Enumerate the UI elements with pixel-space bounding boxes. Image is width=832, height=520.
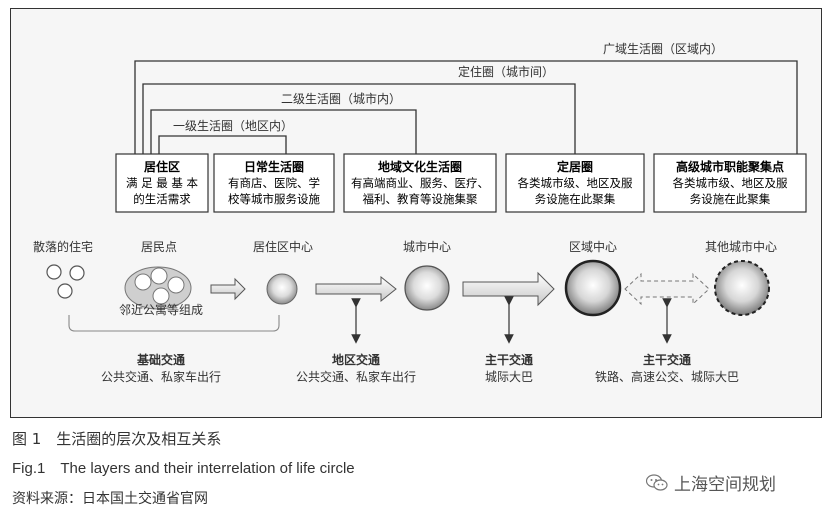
- box-advanced-urban: 高级城市职能聚集点 各类城市级、地区及服 务设施在此聚集: [653, 153, 807, 213]
- watermark: 上海空间规划: [646, 470, 776, 495]
- svg-text:务设施在此聚集: 务设施在此聚集: [535, 192, 616, 206]
- svg-text:满 足 最 基 本: 满 足 最 基 本: [126, 176, 199, 190]
- arrow-3: [462, 271, 555, 307]
- svg-text:各类城市级、地区及服: 各类城市级、地区及服: [673, 176, 788, 190]
- svg-text:有商店、医院、学: 有商店、医院、学: [228, 176, 320, 190]
- circle-label-first: 一级生活圈（地区内）: [173, 119, 293, 133]
- life-circle-diagram: 广域生活圈（区域内） 定住圈（城市间） 二级生活圈（城市内） 一级生活圈（地区内…: [33, 42, 807, 384]
- svg-text:地域文化生活圈: 地域文化生活圈: [378, 159, 462, 174]
- other-city-center-node: [714, 260, 770, 316]
- figure-caption-cn: 图 1 生活圈的层次及相互关系: [12, 430, 222, 448]
- scattered-housing-icon: [46, 264, 85, 299]
- label-settlement-note: 邻近公寓等组成: [119, 302, 203, 317]
- svg-text:福利、教育等设施集聚: 福利、教育等设施集聚: [363, 192, 478, 206]
- regional-center-node: [564, 259, 622, 317]
- box-daily-life: 日常生活圈 有商店、医院、学 校等城市服务设施: [213, 153, 335, 213]
- svg-text:日常生活圈: 日常生活圈: [244, 159, 304, 174]
- box-regional-culture: 地域文化生活圈 有高端商业、服务、医疗、 福利、教育等设施集聚: [343, 153, 497, 213]
- figure-caption-en: Fig.1 The layers and their interrelation…: [12, 460, 355, 477]
- transport-desc-trunk-1: 城际大巴: [485, 370, 533, 384]
- label-scattered-housing: 散落的住宅: [33, 239, 93, 254]
- svg-text:各类城市级、地区及服: 各类城市级、地区及服: [518, 176, 633, 190]
- transport-title-basic: 基础交通: [136, 352, 185, 367]
- watermark-text: 上海空间规划: [674, 475, 776, 495]
- box-settlement: 定居圈 各类城市级、地区及服 务设施在此聚集: [505, 153, 645, 213]
- wechat-icon: [646, 473, 668, 491]
- arrow-1: [210, 277, 246, 301]
- circle-label-wide: 广域生活圈（区域内）: [603, 42, 723, 56]
- svg-text:定居圈: 定居圈: [557, 159, 593, 174]
- label-other-city-center: 其他城市中心: [705, 239, 777, 254]
- bracket-second-level: [150, 109, 417, 154]
- figure-source: 资料来源：日本国土交通省官网: [12, 491, 208, 507]
- svg-text:高级城市职能聚集点: 高级城市职能聚集点: [676, 159, 784, 174]
- bracket-settlement: [142, 83, 576, 154]
- circle-label-second: 二级生活圈（城市内）: [281, 91, 401, 106]
- circle-label-settlement: 定住圈（城市间）: [458, 64, 554, 79]
- svg-text:校等城市服务设施: 校等城市服务设施: [228, 192, 320, 206]
- label-settlement: 居民点: [141, 240, 177, 254]
- transport-desc-regional: 公共交通、私家车出行: [296, 369, 416, 384]
- settlement-icon: [124, 266, 192, 310]
- label-residential-center: 居住区中心: [253, 239, 313, 254]
- label-regional-center: 区域中心: [569, 239, 617, 254]
- box-residential: 居住区 满 足 最 基 本 的生活需求: [115, 153, 209, 213]
- transport-title-trunk-1: 主干交通: [485, 352, 533, 367]
- svg-text:的生活需求: 的生活需求: [133, 192, 191, 206]
- transport-title-regional: 地区交通: [332, 352, 380, 367]
- label-city-center: 城市中心: [403, 239, 451, 254]
- bracket-first-level: [158, 135, 287, 154]
- transport-desc-trunk-2: 铁路、高速公交、城际大巴: [595, 369, 739, 384]
- transport-desc-basic: 公共交通、私家车出行: [101, 369, 221, 384]
- bracket-wide-area: [134, 60, 798, 154]
- city-center-node: [404, 265, 450, 311]
- diagram-frame: 广域生活圈（区域内） 定住圈（城市间） 二级生活圈（城市内） 一级生活圈（地区内…: [10, 8, 822, 418]
- svg-text:居住区: 居住区: [144, 159, 180, 174]
- svg-text:有高端商业、服务、医疗、: 有高端商业、服务、医疗、: [351, 176, 489, 190]
- circle-brackets: [134, 60, 798, 154]
- transport-title-trunk-2: 主干交通: [643, 352, 691, 367]
- arrow-2: [315, 275, 397, 303]
- svg-text:务设施在此聚集: 务设施在此聚集: [690, 192, 771, 206]
- residential-center-node: [266, 273, 298, 305]
- basic-transport-brace: [68, 315, 280, 332]
- arrow-bidirectional: [624, 272, 710, 306]
